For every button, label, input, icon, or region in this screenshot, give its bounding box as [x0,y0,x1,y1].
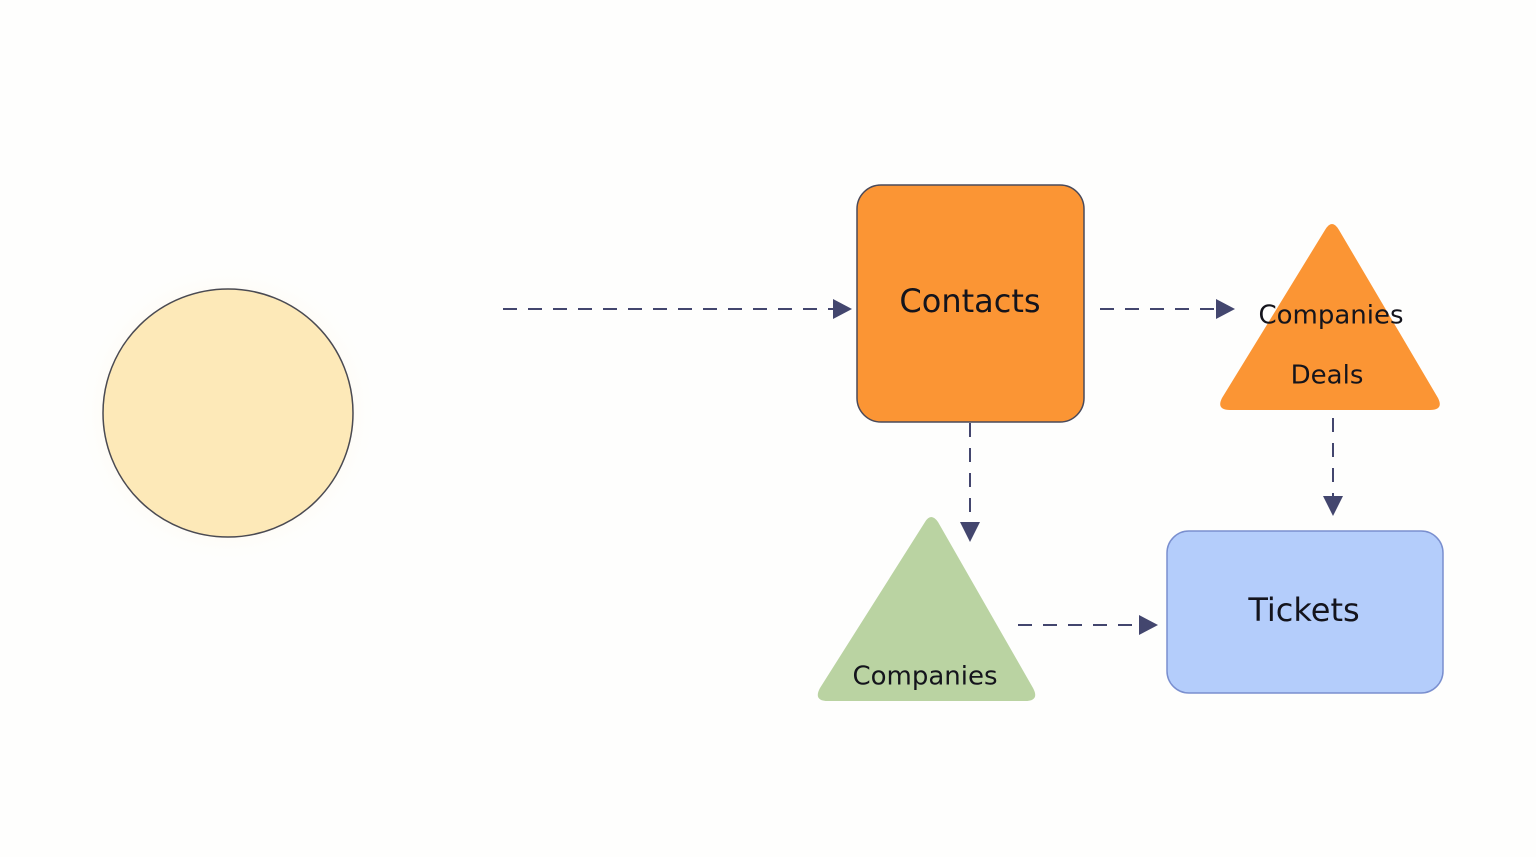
arrowhead-icon [1139,615,1158,635]
arrowhead-icon [1216,299,1235,319]
companies-node[interactable]: Companies [817,517,1036,701]
arrowhead-icon [1323,496,1343,516]
edge-companies-deals-to-tickets [1323,418,1343,516]
arrowhead-icon [960,522,980,542]
contacts-label: Contacts [899,282,1040,320]
contacts-node-shape [856,184,1085,423]
companies-deals-label-line2: Deals [1291,361,1364,391]
tickets-node[interactable]: Tickets [1166,530,1444,694]
companies-deals-node[interactable]: Companies Deals [1220,224,1440,410]
companies-node-shape [817,517,1036,701]
edge-contacts-to-companies [960,423,980,542]
edge-companies-to-tickets [1018,615,1158,635]
tickets-node-shape [1166,530,1444,694]
companies-deals-node-shape [1220,224,1440,410]
arrowhead-icon [833,299,852,319]
edge-start-to-contacts [503,299,852,319]
companies-deals-label-line1: Companies [1258,301,1403,331]
start-node[interactable] [78,263,378,563]
edge-contacts-to-companies-deals [1100,299,1235,319]
tickets-label: Tickets [1247,591,1359,629]
companies-label: Companies [852,662,997,692]
contacts-node[interactable]: Contacts [856,184,1085,423]
start-node-shape [102,288,354,538]
